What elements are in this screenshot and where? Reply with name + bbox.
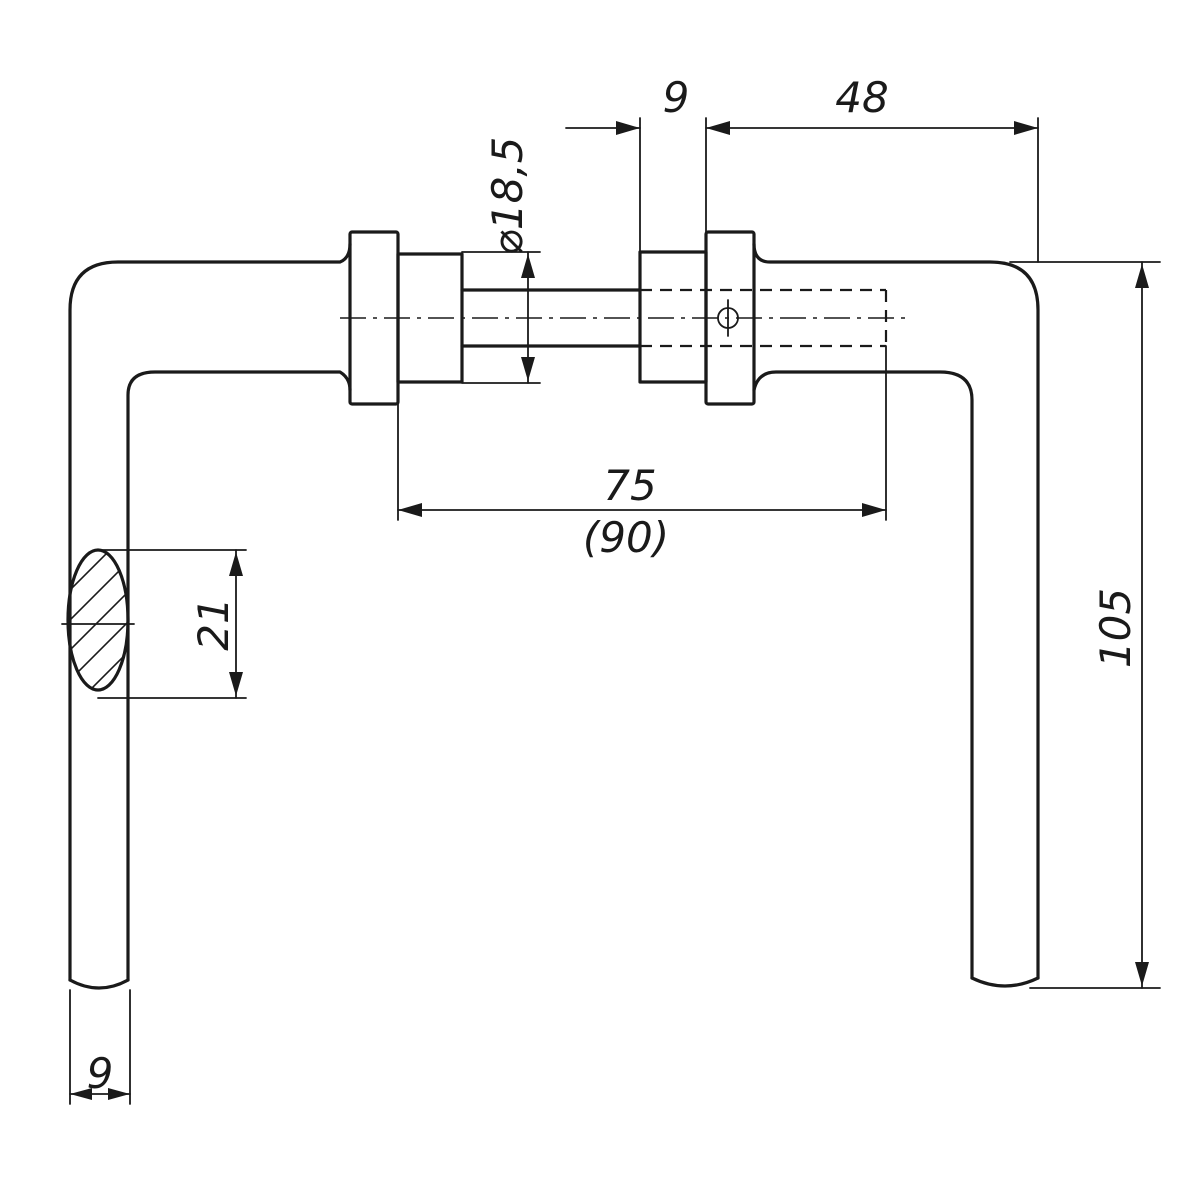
dim-label-lever-drop: 105	[1091, 588, 1140, 668]
grip-cross-section	[61, 548, 135, 692]
right-hub	[638, 250, 708, 384]
dim-label-rose-offset: 9	[663, 73, 690, 122]
dimension-spindle-diameter: ⌀18,5	[461, 137, 541, 384]
dimension-rose-offset: 9	[565, 73, 730, 253]
right-rose	[704, 230, 756, 406]
dim-label-grip-width: 9	[87, 1049, 114, 1098]
set-screw-icon	[717, 299, 739, 337]
spindle	[340, 288, 905, 348]
dimension-lever-reach: 48	[705, 73, 1039, 263]
dimension-grip-width: 9	[69, 989, 131, 1105]
spindle-hidden-lines	[640, 288, 888, 348]
dimension-spindle-length: 75 (90)	[397, 345, 887, 562]
right-lever-handle	[752, 242, 1040, 988]
dim-label-lever-reach: 48	[835, 73, 888, 122]
dimension-grip-section-height: 21	[97, 549, 247, 699]
dimension-lever-drop: 105	[1009, 261, 1161, 989]
dim-label-spindle-diameter: ⌀18,5	[483, 137, 532, 256]
dim-label-grip-section-height: 21	[189, 597, 238, 650]
dim-label-spindle-length-alt: (90)	[583, 513, 669, 562]
dim-label-spindle-length: 75	[603, 461, 656, 510]
